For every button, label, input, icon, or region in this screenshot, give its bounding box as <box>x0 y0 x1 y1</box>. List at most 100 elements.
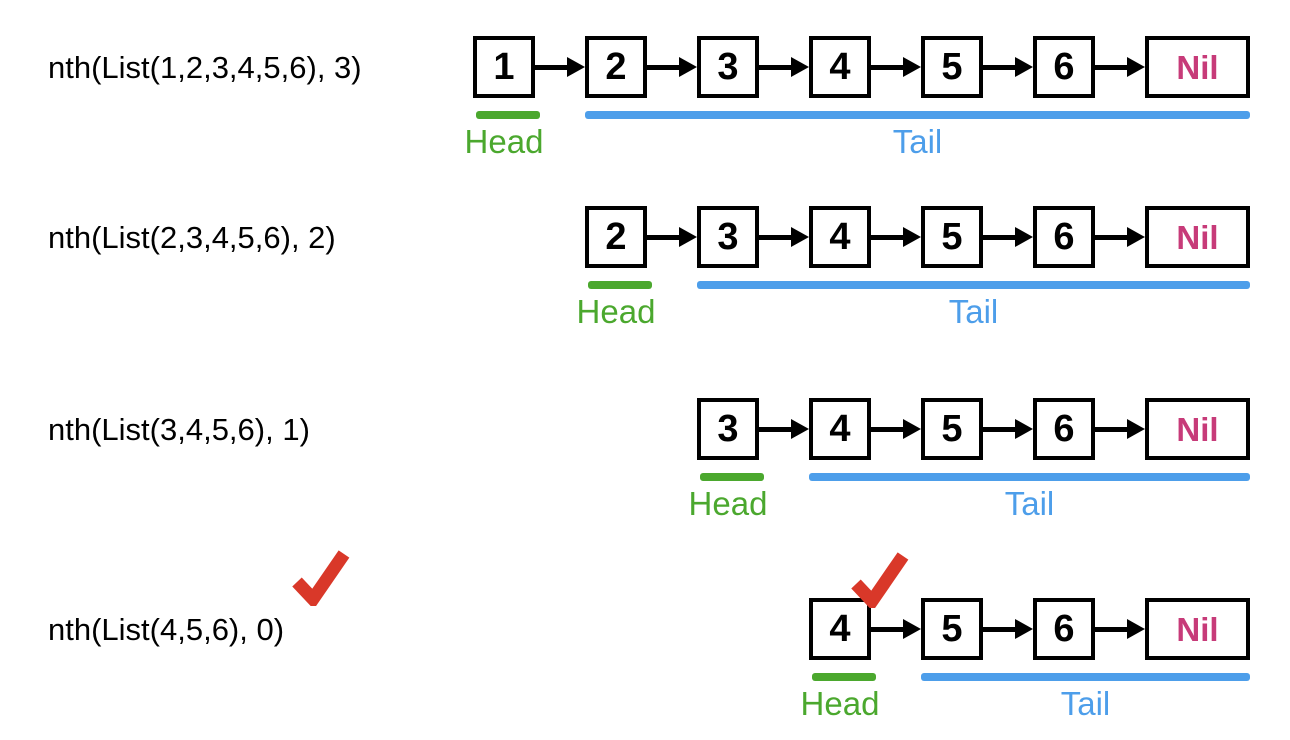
list-node: 5 <box>921 206 983 268</box>
node-value: 3 <box>717 408 739 450</box>
list-node: 6 <box>1033 36 1095 98</box>
list-node: 4 <box>809 398 871 460</box>
head-underline <box>700 473 764 481</box>
list-node: 6 <box>1033 206 1095 268</box>
arrow-line <box>647 235 683 240</box>
node-value: 4 <box>829 608 851 650</box>
node-value: 1 <box>493 46 515 88</box>
list-node: 1 <box>473 36 535 98</box>
node-value: 3 <box>717 216 739 258</box>
tail-underline <box>585 111 1250 119</box>
arrow-line <box>647 65 683 70</box>
function-call-label: nth(List(2,3,4,5,6), 2) <box>48 220 336 255</box>
node-value: 3 <box>717 46 739 88</box>
tail-label: Tail <box>1004 485 1055 522</box>
arrowhead-icon <box>1127 619 1145 639</box>
arrow-line <box>1095 65 1131 70</box>
arrowhead-icon <box>567 57 585 77</box>
list-node: 5 <box>921 598 983 660</box>
arrowhead-icon <box>1015 619 1033 639</box>
list-node: 3 <box>697 206 759 268</box>
arrow-line <box>871 627 907 632</box>
list-node: 2 <box>585 36 647 98</box>
arrow-line <box>983 627 1019 632</box>
tail-underline <box>921 673 1250 681</box>
arrow-line <box>1095 427 1131 432</box>
node-value: 4 <box>829 216 851 258</box>
arrow-line <box>1095 235 1131 240</box>
arrow-line <box>535 65 571 70</box>
arrowhead-icon <box>679 227 697 247</box>
head-label: Head <box>688 485 768 522</box>
checkmark-icon <box>292 550 350 606</box>
node-value: 6 <box>1053 216 1075 258</box>
arrow-line <box>759 65 795 70</box>
arrowhead-icon <box>1015 419 1033 439</box>
arrowhead-icon <box>903 227 921 247</box>
tail-label: Tail <box>892 123 943 160</box>
head-underline <box>812 673 876 681</box>
arrowhead-icon <box>1015 57 1033 77</box>
arrow-line <box>1095 627 1131 632</box>
tail-underline <box>809 473 1250 481</box>
node-value: 2 <box>605 216 627 258</box>
arrowhead-icon <box>791 227 809 247</box>
arrowhead-icon <box>903 419 921 439</box>
arrow-line <box>983 235 1019 240</box>
arrowhead-icon <box>1127 419 1145 439</box>
list-node: 2 <box>585 206 647 268</box>
node-value: 6 <box>1053 46 1075 88</box>
node-value: 5 <box>941 408 963 450</box>
node-value: 2 <box>605 46 627 88</box>
node-value: 6 <box>1053 408 1075 450</box>
function-call-label: nth(List(3,4,5,6), 1) <box>48 412 310 447</box>
checkmark-icon <box>851 552 909 608</box>
arrowhead-icon <box>679 57 697 77</box>
node-value: 6 <box>1053 608 1075 650</box>
nil-node: Nil <box>1145 398 1250 460</box>
head-underline <box>588 281 652 289</box>
nil-label: Nil <box>1176 610 1219 648</box>
head-label: Head <box>464 123 544 160</box>
arrow-line <box>759 235 795 240</box>
list-node: 4 <box>809 206 871 268</box>
list-node: 6 <box>1033 398 1095 460</box>
nil-label: Nil <box>1176 410 1219 448</box>
nil-node: Nil <box>1145 598 1250 660</box>
nil-label: Nil <box>1176 218 1219 256</box>
list-node: 4 <box>809 36 871 98</box>
list-node: 5 <box>921 36 983 98</box>
tail-label: Tail <box>1060 685 1111 722</box>
list-node: 3 <box>697 36 759 98</box>
node-value: 4 <box>829 46 851 88</box>
head-underline <box>476 111 540 119</box>
arrowhead-icon <box>791 57 809 77</box>
arrow-line <box>983 427 1019 432</box>
arrowhead-icon <box>1015 227 1033 247</box>
function-call-label: nth(List(4,5,6), 0) <box>48 612 285 647</box>
node-value: 5 <box>941 216 963 258</box>
head-label: Head <box>576 293 656 330</box>
arrowhead-icon <box>791 419 809 439</box>
nil-label: Nil <box>1176 48 1219 86</box>
arrowhead-icon <box>1127 57 1145 77</box>
node-value: 5 <box>941 608 963 650</box>
list-node: 4 <box>809 598 871 660</box>
list-node: 6 <box>1033 598 1095 660</box>
arrow-line <box>871 235 907 240</box>
arrowhead-icon <box>903 57 921 77</box>
nil-node: Nil <box>1145 36 1250 98</box>
list-node: 3 <box>697 398 759 460</box>
function-call-label: nth(List(1,2,3,4,5,6), 3) <box>48 50 362 85</box>
arrowhead-icon <box>903 619 921 639</box>
list-node: 5 <box>921 398 983 460</box>
head-label: Head <box>800 685 880 722</box>
arrow-line <box>759 427 795 432</box>
tail-underline <box>697 281 1250 289</box>
arrow-line <box>871 65 907 70</box>
node-value: 5 <box>941 46 963 88</box>
arrow-line <box>983 65 1019 70</box>
arrow-line <box>871 427 907 432</box>
arrowhead-icon <box>1127 227 1145 247</box>
